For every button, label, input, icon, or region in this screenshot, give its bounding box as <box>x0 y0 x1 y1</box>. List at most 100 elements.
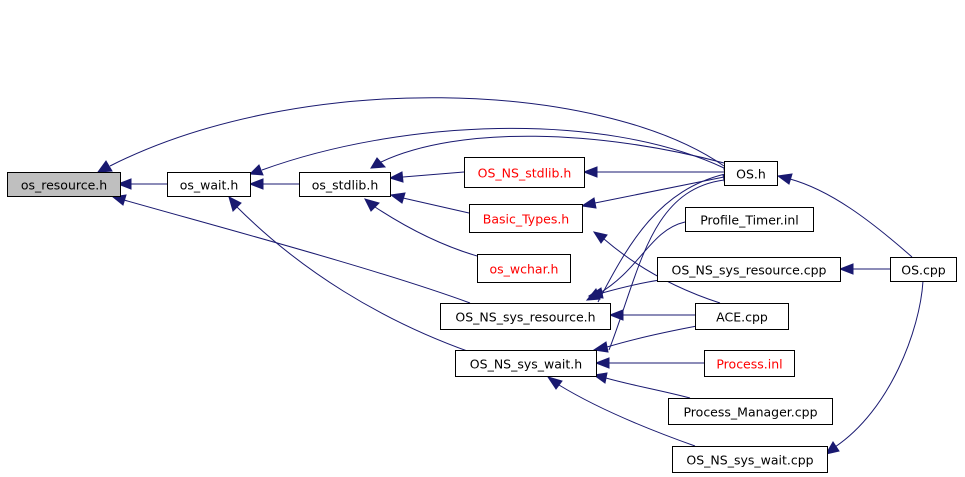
node-label: OS_NS_sys_wait.h <box>470 357 582 372</box>
node-os-cpp[interactable]: OS.cpp <box>890 257 957 282</box>
edge-line <box>380 135 725 164</box>
node-box <box>672 446 828 473</box>
node-label: Process_Manager.cpp <box>683 405 817 420</box>
node-os-ns-sys-wait-cpp[interactable]: OS_NS_sys_wait.cpp <box>672 446 828 473</box>
arrowhead-icon <box>248 164 264 176</box>
arrowhead-icon <box>608 309 624 321</box>
node-profile-timer-inl[interactable]: Profile_Timer.inl <box>685 207 814 232</box>
edge-Basic-Types-h-to-os-stdlib-h <box>389 192 470 214</box>
node-label: Basic_Types.h <box>483 212 569 227</box>
edge-line <box>834 280 924 448</box>
arrowhead-icon <box>96 160 113 173</box>
edge-OS-h-to-os-stdlib-h <box>370 135 725 169</box>
edge-line <box>402 171 465 178</box>
node-box <box>469 204 583 233</box>
arrowhead-icon <box>364 198 380 212</box>
arrowhead-icon <box>838 263 854 275</box>
edge-os-wait-h-to-os-resource-h <box>116 178 167 190</box>
node-os-ns-sys-wait-h[interactable]: OS_NS_sys_wait.h <box>455 350 597 377</box>
edge-OS-NS-sys-wait-cpp-to-OS-cpp <box>824 280 924 455</box>
edge-line <box>597 221 686 295</box>
node-box <box>724 161 778 186</box>
node-process-manager-cpp[interactable]: Process_Manager.cpp <box>668 398 833 425</box>
node-box <box>455 350 597 377</box>
arrowhead-icon <box>592 231 608 244</box>
edge-line <box>236 206 471 353</box>
node-label: OS_NS_stdlib.h <box>478 166 572 181</box>
edge-OS-NS-sys-wait-h-to-os-wait-h <box>228 196 471 353</box>
edge-line <box>558 384 696 447</box>
node-process-inl[interactable]: Process.inl <box>704 350 795 377</box>
node-os-ns-sys-resource-cpp[interactable]: OS_NS_sys_resource.cpp <box>657 257 841 282</box>
arrowhead-icon <box>592 341 609 353</box>
node-box <box>440 303 611 330</box>
node-box <box>464 157 585 188</box>
edge-line <box>597 173 726 303</box>
node-label: os_wchar.h <box>490 262 559 277</box>
node-ace-cpp[interactable]: ACE.cpp <box>695 303 789 330</box>
node-basic-types-h[interactable]: Basic_Types.h <box>469 204 583 233</box>
node-label: OS_NS_sys_resource.cpp <box>671 263 826 278</box>
edge-OS-cpp-to-OS-NS-sys-resource-cpp <box>838 263 890 275</box>
node-box <box>704 350 795 377</box>
edge-line <box>123 199 471 304</box>
edge-Process-Manager-cpp-to-OS-NS-sys-wait-h <box>592 372 691 399</box>
node-label: Process.inl <box>716 357 782 372</box>
arrowhead-icon <box>582 166 598 178</box>
node-box <box>657 257 841 282</box>
edge-line <box>402 197 470 214</box>
node-os-wchar-h[interactable]: os_wchar.h <box>477 254 571 283</box>
edge-line <box>608 179 725 351</box>
node-box <box>668 398 833 425</box>
node-label: OS.cpp <box>901 263 946 278</box>
node-label: ACE.cpp <box>716 310 768 325</box>
arrowhead-icon <box>587 287 604 299</box>
edge-OS-cpp-to-OS-h <box>776 173 913 258</box>
edge-line <box>261 127 725 171</box>
edge-Process-inl-to-OS-NS-sys-wait-h <box>594 357 704 369</box>
node-os-stdlib-h[interactable]: os_stdlib.h <box>299 172 391 197</box>
edge-OS-NS-stdlib-h-to-os-stdlib-h <box>388 171 465 183</box>
edge-OS-NS-sys-resource-cpp-to-OS-NS-sys-resource-h <box>587 279 661 299</box>
edge-OS-h-to-os-resource-h <box>96 97 725 173</box>
arrowhead-icon <box>116 178 132 190</box>
node-os-wait-h[interactable]: os_wait.h <box>167 172 251 197</box>
node-label: OS_NS_sys_wait.cpp <box>686 453 813 468</box>
edge-line <box>605 377 691 399</box>
node-box <box>7 172 121 197</box>
node-label: os_stdlib.h <box>312 178 379 193</box>
edge-ACE-cpp-to-OS-NS-sys-wait-h <box>592 325 698 353</box>
node-label: OS.h <box>736 167 766 182</box>
edge-line <box>109 97 725 167</box>
edge-line <box>789 178 913 258</box>
arrowhead-icon <box>546 376 563 390</box>
node-box <box>167 172 251 197</box>
arrowhead-icon <box>594 357 610 369</box>
edge-OS-NS-sys-resource-h-to-os-resource-h <box>111 194 471 304</box>
node-box <box>685 207 814 232</box>
node-os-ns-stdlib-h[interactable]: OS_NS_stdlib.h <box>464 157 585 188</box>
arrowhead-icon <box>248 178 264 190</box>
edge-line <box>601 279 661 294</box>
node-box <box>695 303 789 330</box>
node-os-h[interactable]: OS.h <box>724 161 778 186</box>
node-os-ns-sys-resource-h[interactable]: OS_NS_sys_resource.h <box>440 303 611 330</box>
edge-OS-h-to-os-wait-h <box>248 127 725 176</box>
node-label: os_wait.h <box>180 178 239 193</box>
edge-OS-NS-sys-wait-cpp-to-OS-NS-sys-wait-h <box>546 376 696 447</box>
arrowhead-icon <box>776 173 793 185</box>
arrowhead-icon <box>228 196 242 212</box>
arrowhead-icon <box>389 192 406 204</box>
edge-os-stdlib-h-to-os-wait-h <box>248 178 299 190</box>
node-label: OS_NS_sys_resource.h <box>455 310 595 325</box>
node-box <box>477 254 571 283</box>
edge-line <box>606 325 698 348</box>
arrowhead-icon <box>824 441 840 455</box>
arrowhead-icon <box>370 157 387 169</box>
edge-OS-NS-sys-resource-h-to-OS-h <box>597 168 739 303</box>
node-box <box>890 257 957 282</box>
arrowhead-icon <box>388 171 404 183</box>
arrowhead-icon <box>580 197 597 209</box>
edge-OS-h-to-Basic-Types-h <box>580 176 725 209</box>
